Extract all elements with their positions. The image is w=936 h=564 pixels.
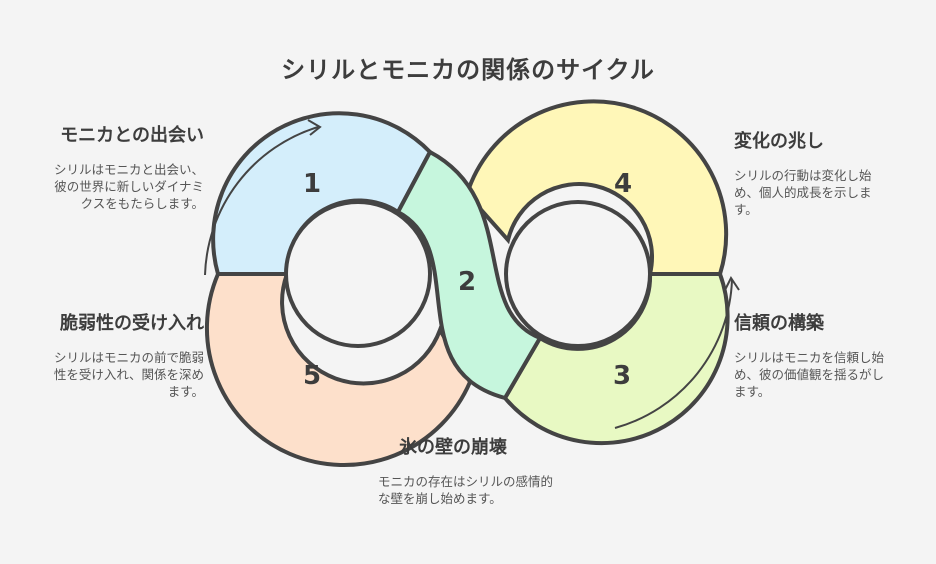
stage-3-heading: 信頼の構築 — [734, 313, 824, 334]
stage-4-block: 変化の兆し シリルの行動は変化し始め、個人的成長を示します。 — [734, 127, 904, 218]
stage-1-text: シリルはモニカと出会い、彼の世界に新しいダイナミクスをもたらします。 — [53, 162, 204, 211]
segment-2 — [395, 149, 543, 401]
stage-1-block: モニカとの出会い シリルはモニカと出会い、彼の世界に新しいダイナミクスをもたらし… — [40, 121, 204, 212]
arrow-bottom-right — [614, 279, 733, 429]
stage-5-heading: 脆弱性の受け入れ — [60, 313, 204, 334]
right-hole — [504, 200, 652, 348]
stage-5-block: 脆弱性の受け入れ シリルはモニカの前で脆弱性を受け入れ、関係を深めます。 — [40, 309, 204, 400]
segment-1-number: 1 — [303, 169, 321, 199]
arrow-bottom-right-head — [724, 276, 740, 291]
stage-2-heading: 氷の壁の崩壊 — [399, 437, 507, 458]
arrow-top-left-head — [307, 119, 322, 136]
segment-3 — [502, 272, 730, 446]
stage-3-text: シリルはモニカを信頼し始め、彼の価値観を揺るがします。 — [734, 350, 885, 399]
segment-4 — [464, 99, 729, 276]
segment-3-number: 3 — [613, 361, 631, 391]
stage-3-block: 信頼の構築 シリルはモニカを信頼し始め、彼の価値観を揺るがします。 — [734, 309, 904, 400]
stage-4-heading: 変化の兆し — [734, 131, 824, 152]
segment-4-number: 4 — [614, 169, 632, 199]
stage-2-text: モニカの存在はシリルの感情的な壁を崩し始めます。 — [378, 474, 554, 506]
stage-1-heading: モニカとの出会い — [60, 125, 204, 146]
stage-5-text: シリルはモニカの前で脆弱性を受け入れ、関係を深めます。 — [53, 350, 204, 399]
diagram-title: シリルとモニカの関係のサイクル — [281, 56, 655, 84]
segment-5 — [204, 272, 473, 468]
segment-5-number: 5 — [303, 361, 321, 391]
stage-2-block: 氷の壁の崩壊 モニカの存在はシリルの感情的な壁を崩し始めます。 — [378, 433, 578, 507]
segment-2-number: 2 — [458, 267, 476, 297]
arrow-top-left — [204, 126, 319, 276]
stage-4-text: シリルの行動は変化し始め、個人的成長を示します。 — [734, 168, 872, 217]
left-hole — [284, 200, 432, 348]
